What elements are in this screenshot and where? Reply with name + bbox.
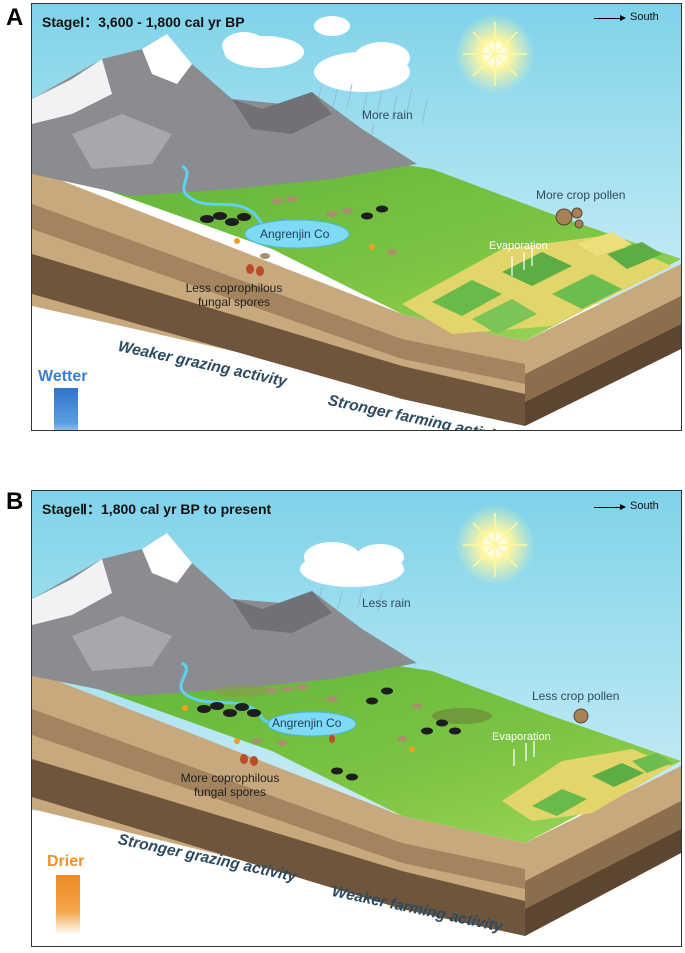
spores-label: Less coprophilous fungal spores [164, 281, 304, 309]
campfire-icon [234, 238, 375, 250]
panel-letter-b: B [6, 488, 24, 515]
stage-1-title: StageⅠ：3,600 - 1,800 cal yr BP [42, 14, 245, 30]
spores-label: More coprophilous fungal spores [160, 771, 300, 799]
mountain-range [32, 533, 417, 696]
spores-label-line-2: fungal spores [193, 785, 267, 799]
pollen-label: More crop pollen [536, 188, 626, 202]
spores-label-line-2: fungal spores [197, 295, 271, 309]
stage-2-title: StageⅡ：1,800 cal yr BP to present [42, 501, 272, 517]
fungal-spores-icon [246, 264, 264, 276]
crop-pollen-grains [573, 708, 589, 724]
wetter-gradient-bar [54, 388, 78, 430]
rain-label: Less rain [362, 596, 411, 610]
evaporation-label: Evaporation [492, 731, 551, 743]
panel-b: StageⅡ：1,800 cal yr BP to present South … [31, 490, 682, 947]
yak-herd [197, 687, 461, 781]
crop-pollen-grains [555, 207, 584, 229]
south-arrow-icon [594, 15, 626, 21]
panel-a: StageⅠ：3,600 - 1,800 cal yr BP South Mor… [31, 3, 682, 431]
south-arrow-icon [594, 504, 626, 510]
moisture-label: Drier [47, 853, 85, 870]
south-label: South [630, 11, 659, 23]
cloud-icon [300, 542, 404, 587]
spores-label-line-1: Less coprophilous [185, 281, 283, 295]
crop-fields [402, 232, 672, 334]
moisture-label: Wetter [38, 368, 88, 385]
panel-letter-a: A [6, 4, 24, 31]
south-label: South [630, 500, 659, 512]
rain-label: More rain [362, 108, 413, 122]
evaporation-label: Evaporation [489, 240, 548, 252]
cloud-icon [222, 16, 410, 92]
crop-fields [502, 749, 672, 821]
river [181, 164, 273, 231]
pollen-label: Less crop pollen [532, 689, 620, 703]
spores-label-line-1: More coprophilous [180, 771, 280, 785]
angrenjin-co-lake [244, 219, 350, 249]
sheep-flock [260, 196, 397, 259]
landscape-block-a [32, 4, 681, 430]
lake-label: Angrenjin Co [260, 227, 330, 241]
sheep-flock [252, 684, 422, 746]
lake-label: Angrenjin Co [272, 716, 342, 730]
yak-herd [200, 205, 388, 226]
fungal-spores-icon [240, 735, 335, 766]
angrenjin-co-lake [267, 711, 357, 737]
drier-gradient-bar [56, 875, 80, 935]
campfire-icon [182, 705, 415, 752]
landscape-block-b [32, 491, 681, 946]
mountain-range [32, 34, 417, 196]
